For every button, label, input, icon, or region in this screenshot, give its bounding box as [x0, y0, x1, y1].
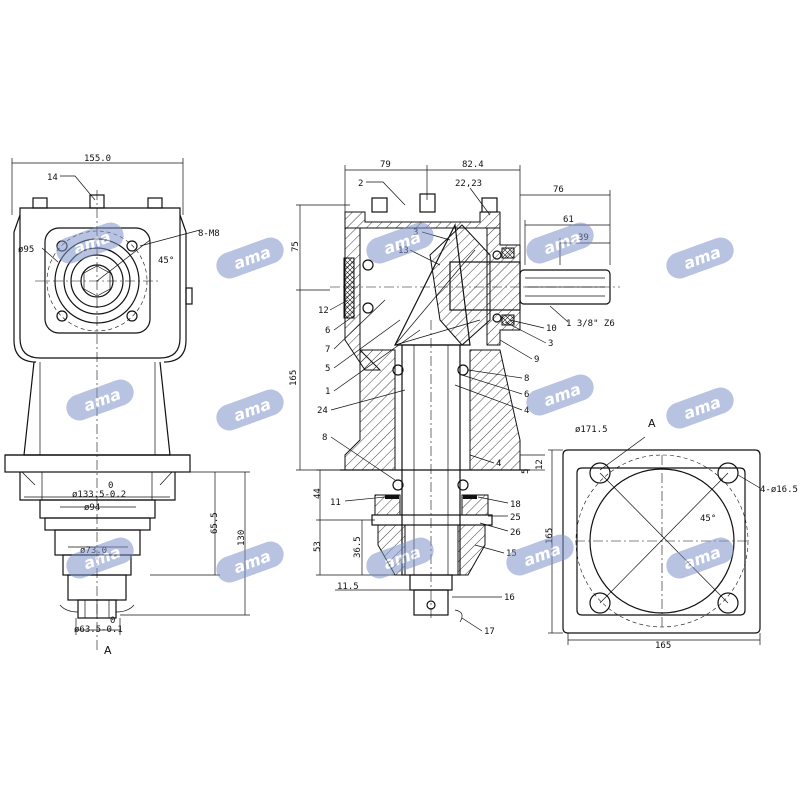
- part-10: 10: [546, 324, 557, 334]
- flange-angle: 45°: [700, 514, 716, 524]
- dim-82-4: 82.4: [462, 160, 484, 170]
- dim-12: 12: [535, 459, 545, 470]
- dim-75: 75: [291, 241, 301, 252]
- part-24: 24: [317, 406, 328, 416]
- part-8-left: 8: [322, 433, 327, 443]
- dim-53: 53: [313, 541, 323, 552]
- flange-view-title: A: [648, 417, 656, 430]
- part-6-right: 6: [524, 390, 529, 400]
- dim-width-155: 155.0: [84, 154, 111, 164]
- flange-width: 165: [655, 641, 671, 651]
- dim-dia-63-5-tol: 0: [110, 616, 115, 626]
- part-26: 26: [510, 528, 521, 538]
- left-view: 155.0 14 8-M8 ø95 45°: [4, 154, 250, 657]
- dim-61: 61: [563, 215, 574, 225]
- dim-dia-94: ø94: [84, 503, 100, 513]
- dim-44: 44: [313, 488, 323, 499]
- flange-bolt-circle: ø171.5: [575, 425, 608, 435]
- part-7: 7: [325, 345, 330, 355]
- dim-76: 76: [553, 185, 564, 195]
- dim-thread-8m8: 8-M8: [198, 229, 220, 239]
- part-14: 14: [47, 173, 58, 183]
- part-1: 1: [325, 387, 330, 397]
- dim-36-5: 36.5: [353, 536, 363, 558]
- part-9: 9: [534, 355, 539, 365]
- dim-dia-133-5-tol: 0: [108, 481, 113, 491]
- flange-holes: 4-ø16.5: [760, 485, 798, 495]
- part-5: 5: [325, 364, 330, 374]
- part-3-right: 3: [548, 339, 553, 349]
- part-11: 11: [330, 498, 341, 508]
- flange-view: A ø171.5 4-ø16.5 45° 165 165: [545, 417, 798, 651]
- dim-dia-63-5: ø63.5-0.1: [74, 625, 123, 635]
- part-2: 2: [358, 179, 363, 189]
- dim-angle-45-left: 45°: [158, 256, 174, 266]
- part-22-23: 22,23: [455, 179, 482, 189]
- spline-label: 1 3/8" Z6: [566, 319, 615, 329]
- part-4-upper: 4: [524, 406, 529, 416]
- dim-79: 79: [380, 160, 391, 170]
- part-17: 17: [484, 627, 495, 637]
- section-mark-a: A: [104, 644, 112, 657]
- dim-height-130: 130: [237, 530, 247, 546]
- part-18: 18: [510, 500, 521, 510]
- part-25: 25: [510, 513, 521, 523]
- part-8-right: 8: [524, 374, 529, 384]
- part-4-lower: 4: [496, 459, 501, 469]
- part-12: 12: [318, 306, 329, 316]
- part-16: 16: [504, 593, 515, 603]
- dim-bolt-circle-95: ø95: [18, 245, 34, 255]
- part-6-left: 6: [325, 326, 330, 336]
- dim-height-65-5: 65.5: [210, 512, 220, 534]
- dim-11-5: 11.5: [337, 582, 359, 592]
- dim-165-height: 165: [289, 370, 299, 386]
- dim-dia-133-5: ø133.5-0.2: [72, 490, 126, 500]
- dim-5: 5: [521, 469, 531, 474]
- flange-height: 165: [545, 528, 555, 544]
